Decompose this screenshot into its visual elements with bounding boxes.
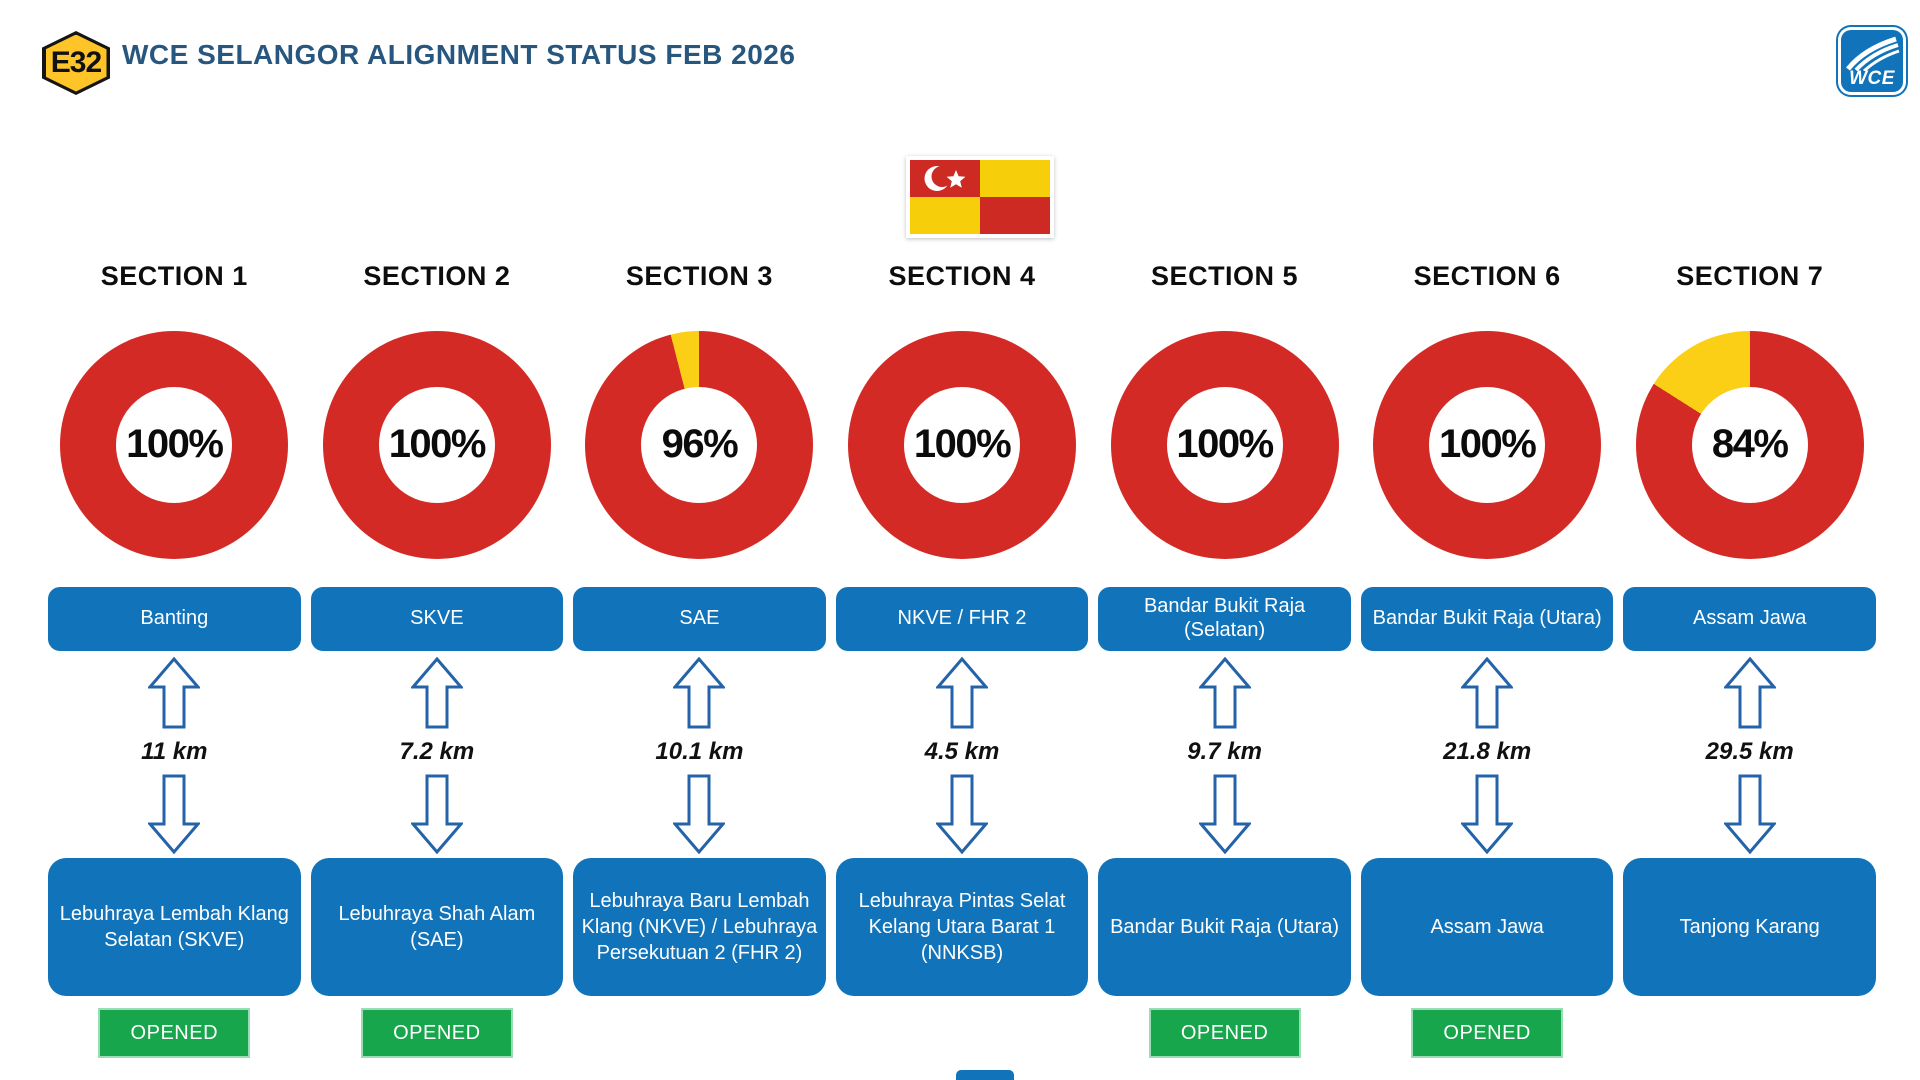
- up-arrow-icon: [673, 657, 726, 729]
- section-column-2: SECTION 2 100% SKVE 7.2 km Lebuhraya Sha…: [310, 250, 564, 1058]
- from-location-box: Banting: [48, 587, 301, 651]
- to-location-box: Lebuhraya Pintas Selat Kelang Utara Bara…: [835, 858, 1089, 996]
- to-location-box: Lebuhraya Shah Alam (SAE): [310, 858, 564, 996]
- donut-chart-section-2: 100%: [322, 330, 551, 559]
- section-column-7: SECTION 7 84% Assam Jawa 29.5 km Tanjong…: [1623, 250, 1876, 1058]
- distance-label: 21.8 km: [1443, 737, 1532, 765]
- route-shield-label: E32: [45, 34, 107, 92]
- to-location-box: Lebuhraya Lembah Klang Selatan (SKVE): [48, 858, 301, 996]
- donut-chart-section-7: 84%: [1635, 330, 1864, 559]
- donut-percent-label: 100%: [903, 386, 1020, 503]
- donut-percent-label: 100%: [378, 386, 495, 503]
- down-arrow-icon: [673, 774, 726, 854]
- wce-logo-text: WCE: [1849, 68, 1895, 89]
- section-title: SECTION 7: [1676, 260, 1824, 291]
- donut-chart-section-1: 100%: [60, 330, 289, 559]
- down-arrow-icon: [1723, 774, 1776, 854]
- sections-board: SECTION 1 100% Banting 11 km Lebuhraya L…: [48, 250, 1876, 1058]
- down-arrow-icon: [1198, 774, 1251, 854]
- distance-label: 10.1 km: [655, 737, 744, 765]
- opened-status-badge: OPENED: [1150, 1010, 1299, 1056]
- selangor-flag-image: [910, 160, 1050, 234]
- section-column-4: SECTION 4 100% NKVE / FHR 2 4.5 km Lebuh…: [835, 250, 1089, 1058]
- distance-label: 11 km: [141, 737, 208, 765]
- section-title: SECTION 3: [625, 260, 773, 291]
- opened-status-badge: OPENED: [100, 1010, 249, 1056]
- donut-percent-label: 100%: [1429, 386, 1546, 503]
- from-location-box: SAE: [573, 587, 826, 651]
- section-column-3: SECTION 3 96% SAE 10.1 km Lebuhraya Baru…: [573, 250, 826, 1058]
- section-column-5: SECTION 5 100% Bandar Bukit Raja (Selata…: [1098, 250, 1351, 1058]
- donut-chart-section-4: 100%: [847, 330, 1076, 559]
- from-location-box: SKVE: [310, 587, 564, 651]
- wce-logo: WCE: [1838, 27, 1906, 95]
- wce-logo-swoosh-icon: [1846, 36, 1900, 71]
- from-location-box: Assam Jawa: [1623, 587, 1876, 651]
- distance-label: 7.2 km: [399, 737, 475, 765]
- up-arrow-icon: [1198, 657, 1251, 729]
- from-location-box: NKVE / FHR 2: [835, 587, 1089, 651]
- distance-label: 9.7 km: [1187, 737, 1262, 765]
- to-location-box: Tanjong Karang: [1623, 858, 1876, 996]
- from-location-box: Bandar Bukit Raja (Utara): [1360, 587, 1614, 651]
- donut-chart-section-6: 100%: [1373, 330, 1602, 559]
- section-title: SECTION 6: [1413, 260, 1561, 291]
- opened-status-badge: OPENED: [362, 1010, 511, 1056]
- section-title: SECTION 4: [888, 260, 1036, 291]
- section-title: SECTION 1: [100, 260, 248, 291]
- selangor-flag: [906, 156, 1054, 238]
- donut-chart-section-5: 100%: [1110, 330, 1339, 559]
- distance-label: 29.5 km: [1705, 737, 1794, 765]
- donut-chart-section-3: 96%: [585, 330, 814, 559]
- opened-status-badge: OPENED: [1413, 1010, 1562, 1056]
- to-location-box: Lebuhraya Baru Lembah Klang (NKVE) / Leb…: [573, 858, 826, 996]
- down-arrow-icon: [148, 774, 201, 854]
- partial-blue-box: [956, 1070, 1014, 1080]
- from-location-box: Bandar Bukit Raja (Selatan): [1098, 587, 1351, 651]
- up-arrow-icon: [935, 657, 988, 729]
- donut-percent-label: 100%: [116, 386, 233, 503]
- section-column-1: SECTION 1 100% Banting 11 km Lebuhraya L…: [48, 250, 301, 1058]
- to-location-box: Assam Jawa: [1360, 858, 1614, 996]
- route-shield-e32: E32: [42, 31, 110, 95]
- down-arrow-icon: [1461, 774, 1514, 854]
- page-title: WCE SELANGOR ALIGNMENT STATUS FEB 2026: [122, 39, 796, 70]
- donut-percent-label: 100%: [1166, 386, 1283, 503]
- donut-percent-label: 84%: [1691, 386, 1808, 503]
- section-column-6: SECTION 6 100% Bandar Bukit Raja (Utara)…: [1360, 250, 1614, 1058]
- up-arrow-icon: [1461, 657, 1514, 729]
- down-arrow-icon: [410, 774, 463, 854]
- up-arrow-icon: [1723, 657, 1776, 729]
- up-arrow-icon: [148, 657, 201, 729]
- to-location-box: Bandar Bukit Raja (Utara): [1098, 858, 1351, 996]
- down-arrow-icon: [935, 774, 988, 854]
- donut-percent-label: 96%: [641, 386, 758, 503]
- up-arrow-icon: [410, 657, 463, 729]
- distance-label: 4.5 km: [924, 737, 1000, 765]
- section-title: SECTION 2: [363, 260, 511, 291]
- section-title: SECTION 5: [1151, 260, 1299, 291]
